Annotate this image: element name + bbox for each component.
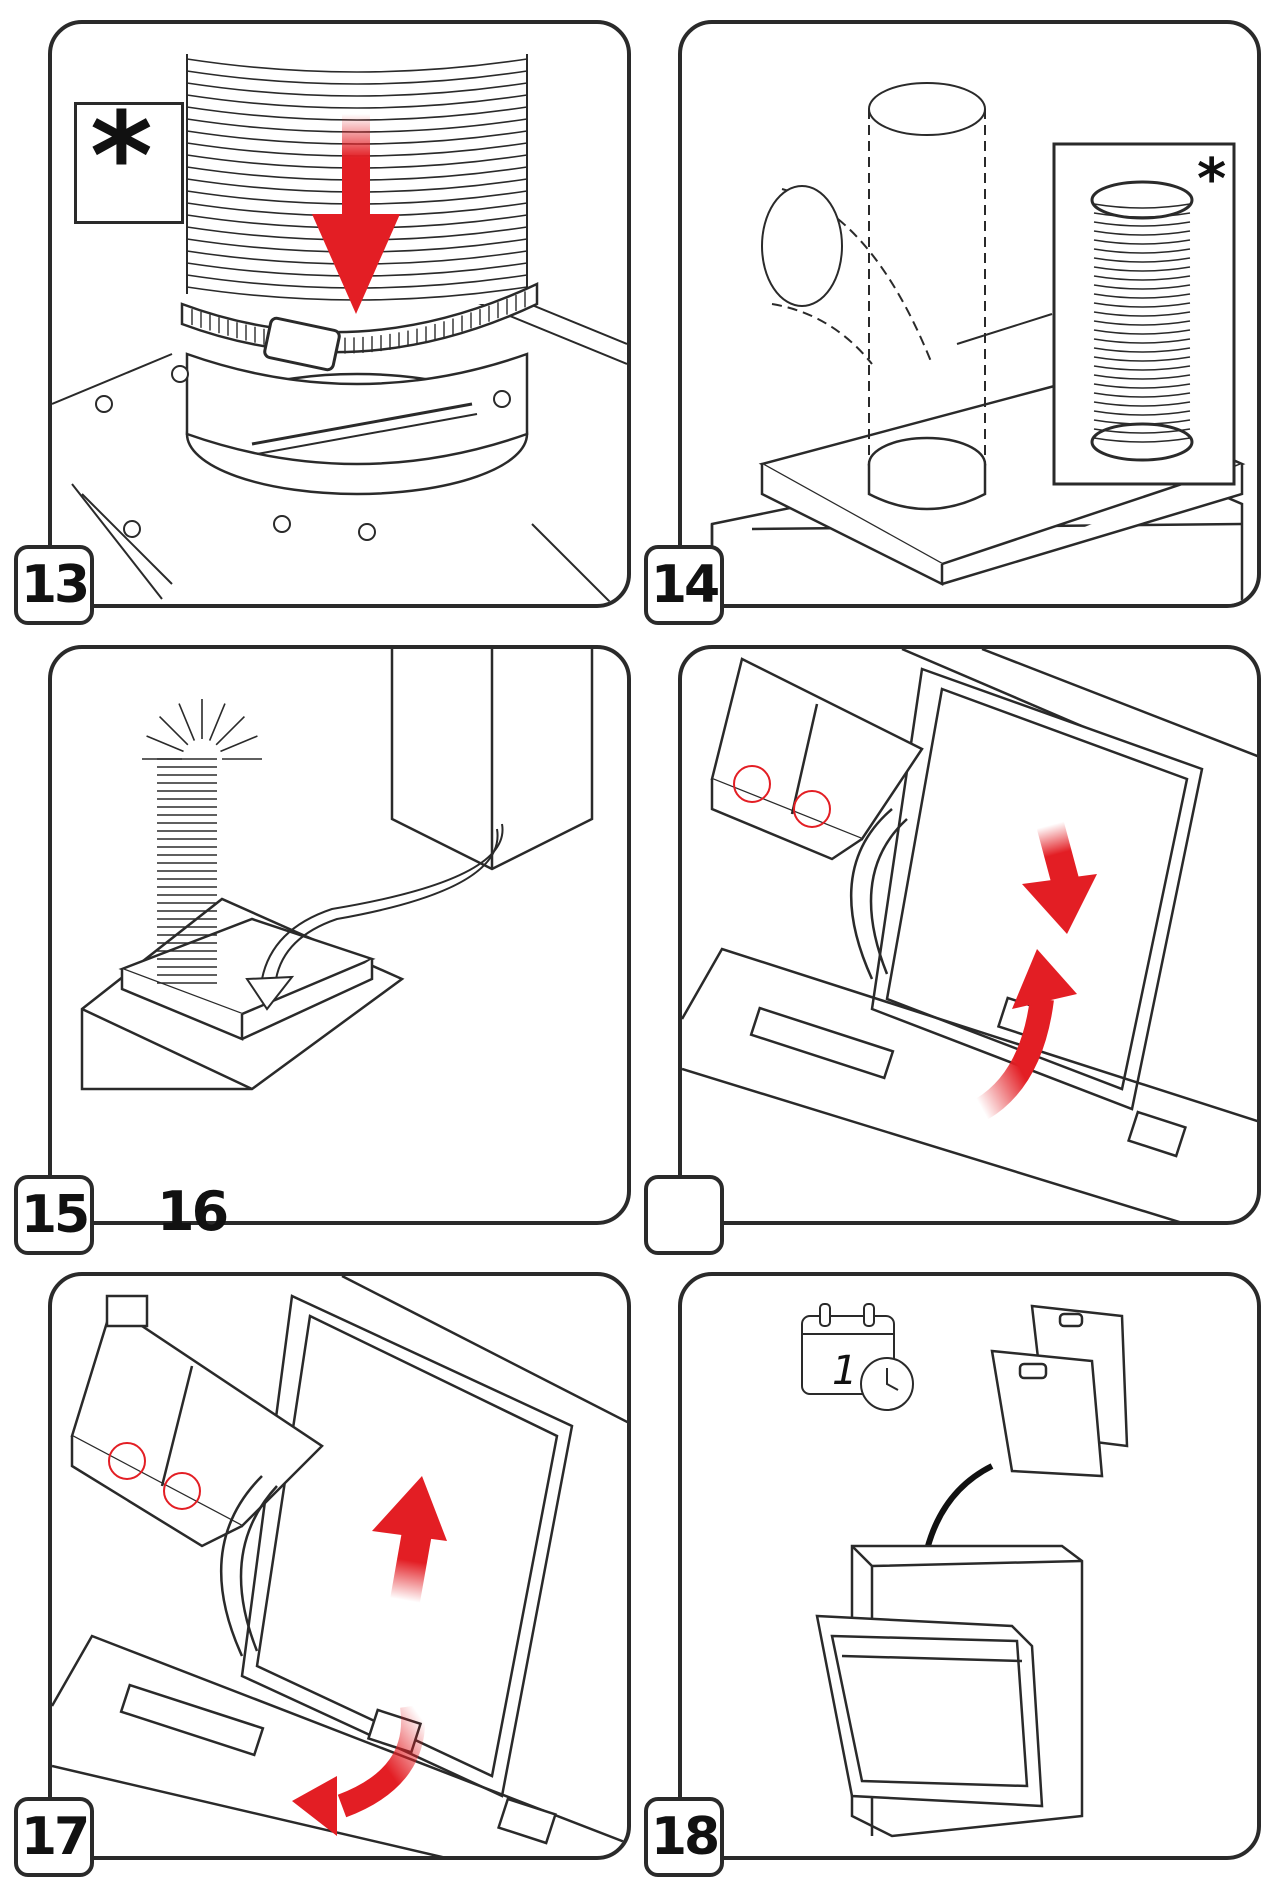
dishwasher-cleaning-illustration: 1: [682, 1276, 1261, 1860]
calendar-digit: 1: [832, 1348, 857, 1394]
duct-clamp-illustration: [52, 54, 631, 608]
calendar-clock-icon: [802, 1304, 913, 1410]
up-arrow-icon: [372, 1476, 447, 1603]
curved-arrow-icon: [292, 1706, 413, 1836]
step-18-number: 18: [644, 1797, 724, 1877]
down-arrow-icon: [312, 114, 400, 314]
curved-arrow-icon: [982, 949, 1077, 1109]
step-14-number: 14: [644, 545, 724, 625]
step-18-panel: 1: [678, 1272, 1261, 1860]
step-17-panel: [48, 1272, 631, 1860]
duct-adapter-illustration: [682, 24, 1261, 604]
step-16-panel: [678, 645, 1261, 1225]
step-16-badge-empty: [644, 1175, 724, 1255]
duct-routing-illustration: [52, 649, 631, 1225]
step-17-number: 17: [14, 1797, 94, 1877]
note-box: [74, 102, 184, 224]
down-arrow-icon: [1022, 821, 1097, 934]
step-15-panel: [48, 645, 631, 1225]
asterisk-icon: *: [90, 88, 153, 227]
filter-installation-illustration: [52, 1276, 631, 1860]
step-13-number: 13: [14, 545, 94, 625]
asterisk-icon: *: [1197, 147, 1227, 212]
step-13-panel: *: [48, 20, 631, 608]
step-16-number: 16: [157, 1180, 229, 1243]
step-15-number: 15: [14, 1175, 94, 1255]
filter-removal-illustration: [682, 649, 1261, 1225]
step-14-panel: *: [678, 20, 1261, 608]
